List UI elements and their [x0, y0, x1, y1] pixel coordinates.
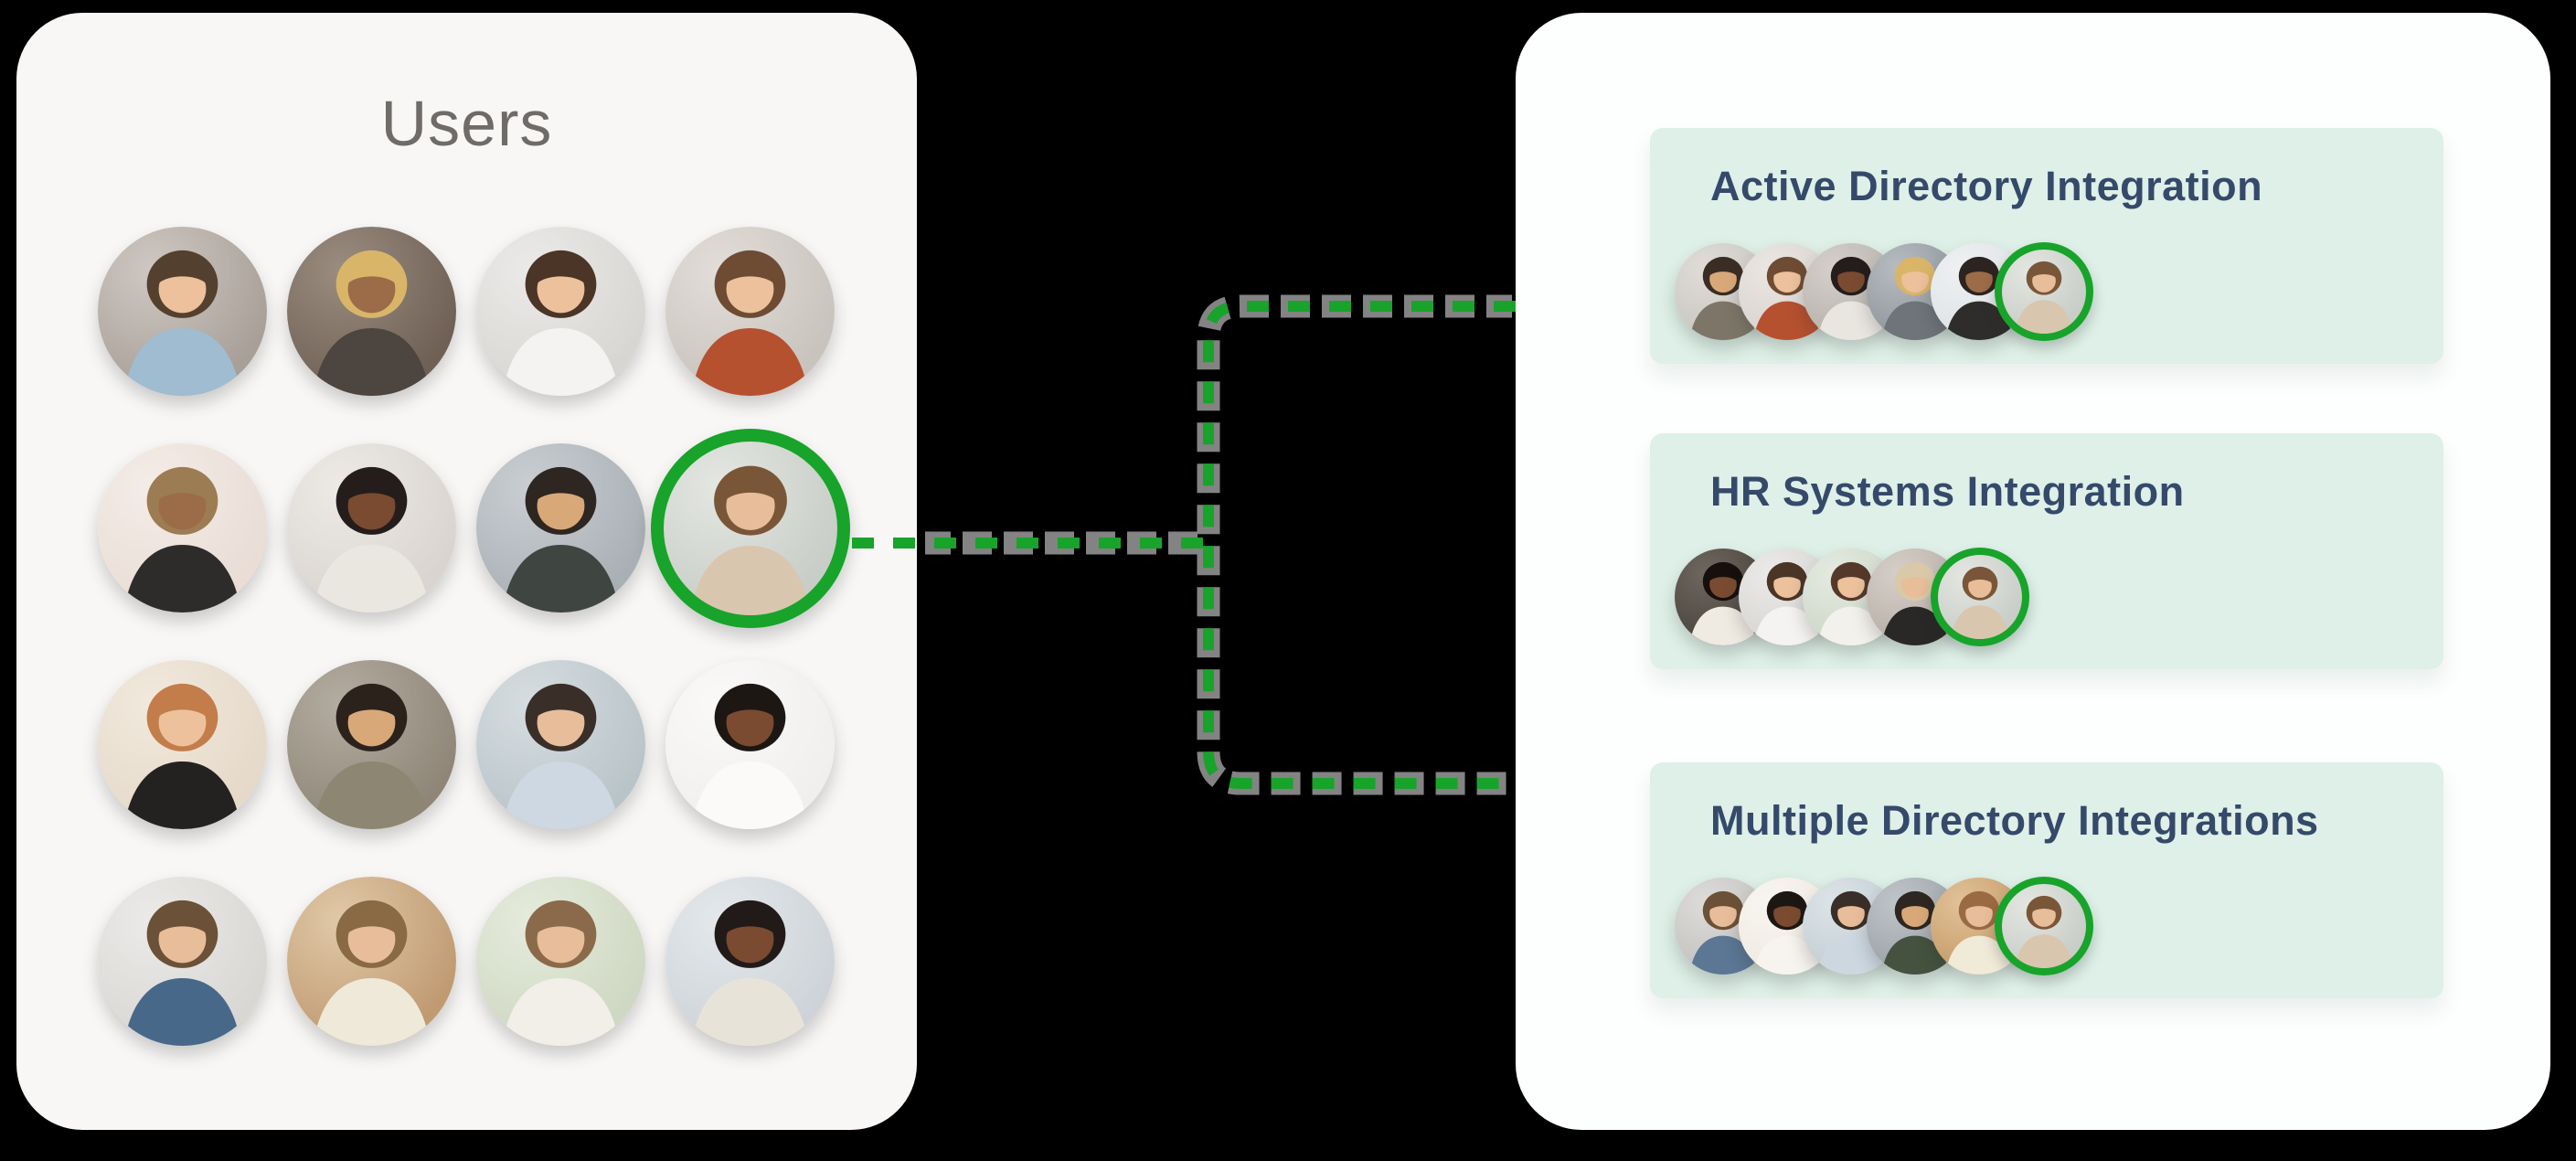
user-avatar [476, 660, 645, 829]
integration-card-title: HR Systems Integration [1710, 468, 2185, 515]
user-avatar [476, 877, 645, 1046]
person-silhouette-icon [1689, 561, 1757, 645]
user-avatar [98, 227, 267, 396]
person-silhouette-icon [1753, 256, 1821, 340]
integration-card-avatars [1675, 876, 2093, 976]
user-avatar [287, 227, 456, 396]
user-avatar [665, 227, 835, 396]
person-silhouette-icon [2015, 261, 2073, 334]
person-silhouette-icon [691, 900, 809, 1046]
person-silhouette-icon [502, 900, 620, 1046]
integration-card-title: Active Directory Integration [1710, 163, 2263, 209]
person-silhouette-icon [1951, 566, 2009, 639]
users-panel-title: Users [380, 88, 553, 159]
person-silhouette-icon [1689, 890, 1757, 975]
user-avatar [476, 443, 645, 612]
person-silhouette-icon [1753, 561, 1821, 645]
person-silhouette-icon [1945, 256, 2013, 340]
user-avatar [287, 660, 456, 829]
person-silhouette-icon [1689, 256, 1757, 340]
person-silhouette-icon [1945, 890, 2013, 975]
person-silhouette-icon [1881, 890, 1949, 975]
person-silhouette-icon [690, 465, 811, 615]
user-avatar [98, 877, 267, 1046]
highlighted-card-avatar [1995, 242, 2093, 341]
person-silhouette-icon [123, 466, 241, 612]
integration-card: HR Systems Integration [1650, 433, 2443, 669]
integration-card-avatars [1675, 547, 2029, 647]
integration-card-avatars [1675, 241, 2093, 342]
user-avatar [665, 660, 835, 829]
user-avatar [98, 443, 267, 612]
person-silhouette-icon [1817, 561, 1885, 645]
users-grid [98, 227, 850, 1046]
person-silhouette-icon [123, 250, 241, 396]
highlighted-card-avatar [1931, 548, 2029, 646]
user-avatar [287, 443, 456, 612]
person-silhouette-icon [691, 250, 809, 396]
user-avatar [98, 660, 267, 829]
person-silhouette-icon [502, 683, 620, 829]
person-silhouette-icon [502, 250, 620, 396]
highlighted-user-avatar [651, 429, 850, 628]
integration-card: Active Directory Integration [1650, 128, 2443, 364]
users-panel: Users [16, 13, 917, 1130]
person-silhouette-icon [1881, 561, 1949, 645]
person-silhouette-icon [1753, 890, 1821, 975]
person-silhouette-icon [313, 900, 431, 1046]
person-silhouette-icon [123, 900, 241, 1046]
person-silhouette-icon [1817, 256, 1885, 340]
integration-card: Multiple Directory Integrations [1650, 762, 2443, 998]
person-silhouette-icon [313, 466, 431, 612]
integrations-panel: Active Directory Integration HR Systems … [1516, 13, 2550, 1130]
person-silhouette-icon [123, 683, 241, 829]
person-silhouette-icon [313, 683, 431, 829]
connector-dashed-bracket [1203, 301, 1516, 789]
user-avatar [287, 877, 456, 1046]
connector-halo-bracket [1197, 294, 1512, 795]
person-silhouette-icon [1881, 256, 1949, 340]
person-silhouette-icon [2015, 895, 2073, 968]
person-silhouette-icon [502, 466, 620, 612]
person-silhouette-icon [1817, 890, 1885, 975]
card-avatar [1803, 878, 1900, 975]
highlighted-card-avatar [1995, 877, 2093, 975]
user-avatar [476, 227, 645, 396]
user-avatar [665, 877, 835, 1046]
person-silhouette-icon [691, 683, 809, 829]
integration-card-title: Multiple Directory Integrations [1710, 797, 2319, 844]
person-silhouette-icon [313, 250, 431, 396]
